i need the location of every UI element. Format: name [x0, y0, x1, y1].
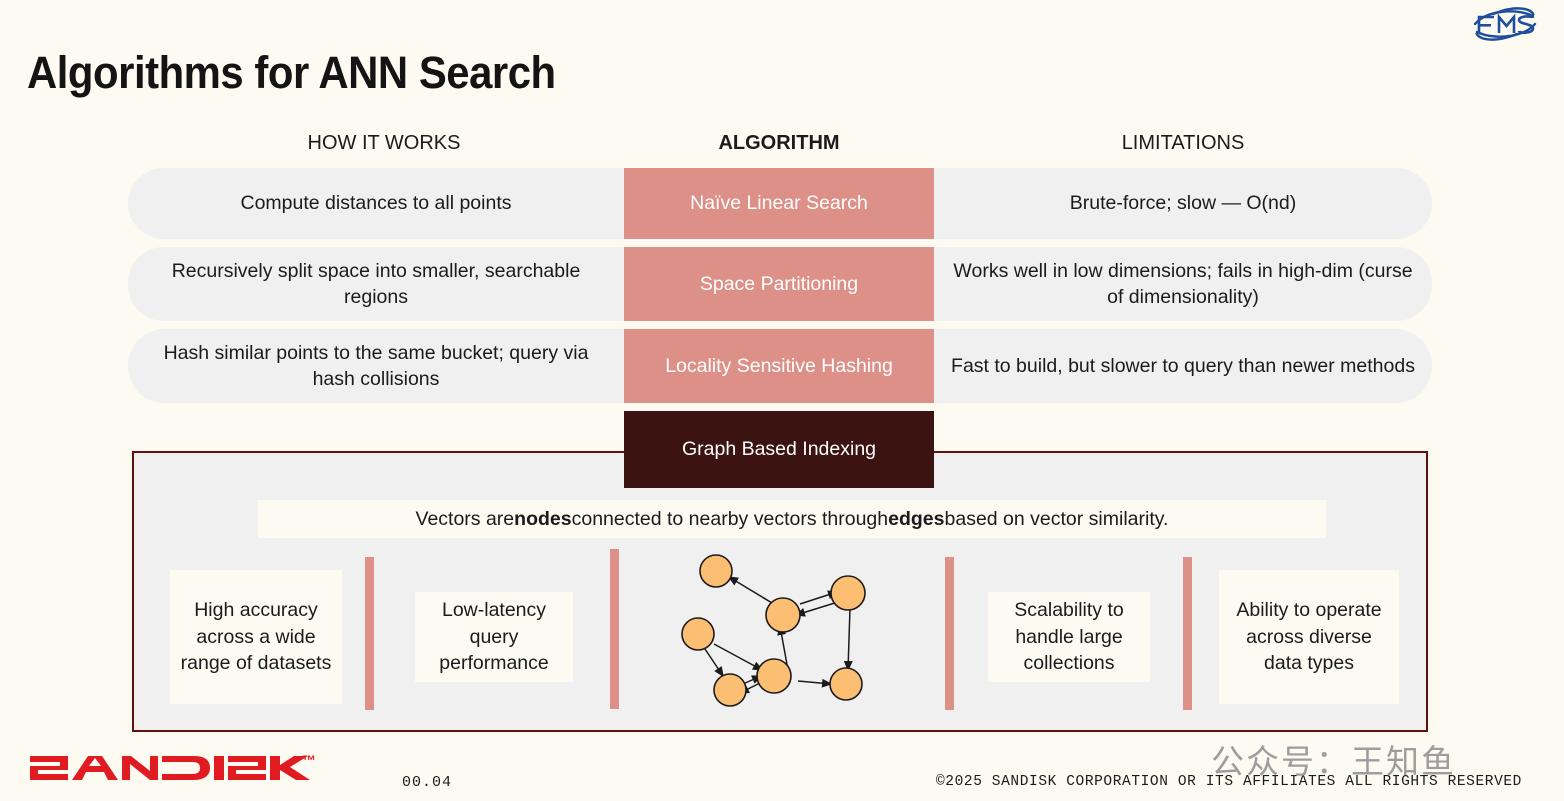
benefit-card: Scalability to handle large collections	[988, 592, 1150, 682]
vector-graph-diagram	[681, 554, 866, 707]
sandisk-trademark-symbol: ™	[302, 752, 316, 768]
graph-nodes	[681, 554, 866, 707]
table-row: Recursively split space into smaller, se…	[128, 247, 1432, 321]
callout-bold-nodes: nodes	[514, 507, 572, 530]
cell-algorithm[interactable]: Naïve Linear Search	[624, 168, 934, 239]
cell-how-it-works: Compute distances to all points	[128, 168, 624, 239]
divider-bar	[365, 557, 374, 710]
page-title: Algorithms for ANN Search	[27, 47, 556, 98]
benefit-card: Low-latency query performance	[415, 592, 573, 682]
cell-limitations: Fast to build, but slower to query than …	[934, 329, 1432, 403]
watermark-text: 公众号：王知鱼	[1211, 743, 1456, 780]
cell-how-it-works: Hash similar points to the same bucket; …	[128, 329, 624, 403]
callout-text-part-1: Vectors are	[415, 507, 515, 530]
divider-bar	[1183, 557, 1192, 710]
column-header-how-it-works: HOW IT WORKS	[307, 132, 461, 154]
column-header-limitations: LIMITATIONS	[1121, 132, 1245, 154]
callout-text-part-3: based on vector similarity.	[944, 507, 1169, 530]
callout-bold-edges: edges	[888, 507, 945, 530]
divider-bar	[945, 557, 954, 710]
cell-algorithm[interactable]: Locality Sensitive Hashing	[624, 329, 934, 403]
table-row: Hash similar points to the same bucket; …	[128, 329, 1432, 403]
cell-limitations: Brute-force; slow — O(nd)	[934, 168, 1432, 239]
table-row: Compute distances to all points Naïve Li…	[128, 168, 1432, 239]
cell-how-it-works: Recursively split space into smaller, se…	[128, 247, 624, 321]
cell-algorithm-highlight[interactable]: Graph Based Indexing	[624, 411, 934, 488]
benefit-card: Ability to operate across diverse data t…	[1219, 570, 1399, 704]
graph-definition-callout: Vectors are nodes connected to nearby ve…	[258, 500, 1326, 538]
sandisk-logo-icon	[30, 756, 310, 780]
copyright-notice: ©2025 SANDISK CORPORATION OR ITS AFFILIA…	[936, 774, 1522, 790]
graph-edges	[704, 576, 853, 694]
cell-algorithm[interactable]: Space Partitioning	[624, 247, 934, 321]
page-number: 00.04	[402, 774, 453, 791]
cell-limitations: Works well in low dimensions; fails in h…	[934, 247, 1432, 321]
fms-logo-icon	[1471, 7, 1539, 41]
callout-text-part-2: connected to nearby vectors through	[571, 507, 889, 530]
column-header-algorithm: ALGORITHM	[718, 132, 840, 154]
benefit-card: High accuracy across a wide range of dat…	[170, 570, 342, 704]
divider-bar	[610, 549, 619, 709]
